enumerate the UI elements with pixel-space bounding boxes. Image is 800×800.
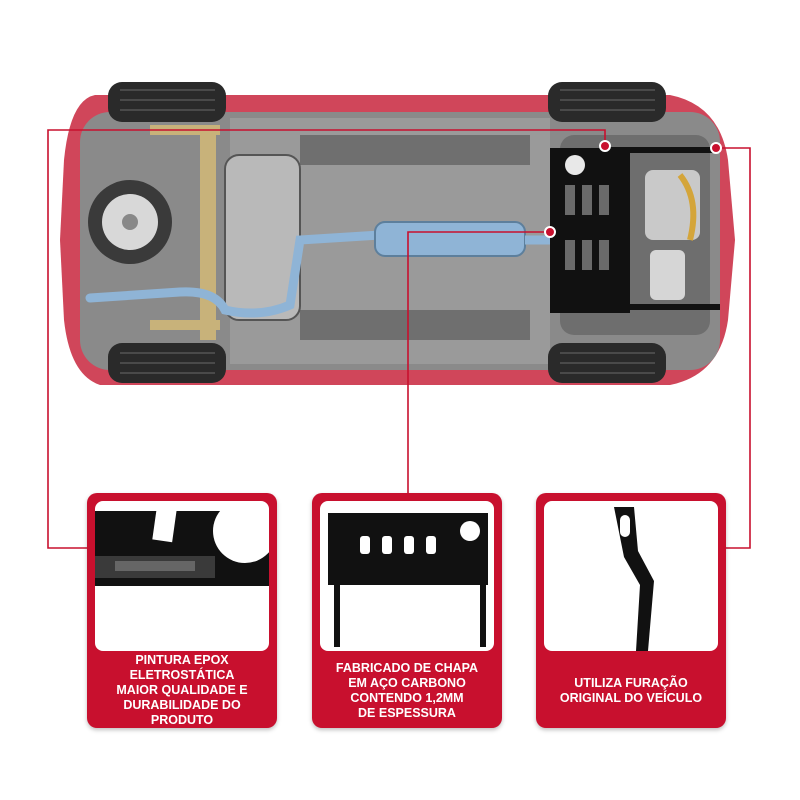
caption-line: ELETROSTÁTICA	[129, 668, 235, 682]
caption-line: DE ESPESSURA	[358, 705, 456, 720]
rear-beam	[200, 125, 216, 340]
callout-line-holes	[716, 147, 751, 549]
feature-card-original-holes: UTILIZA FURAÇÃO ORIGINAL DO VEÍCULO	[536, 493, 726, 728]
caption-line: ORIGINAL DO VEÍCULO	[559, 690, 703, 705]
feature-caption-epoxy-paint: PINTURA EPOX ELETROSTÁTICA MAIOR QUALIDA…	[91, 653, 273, 727]
caption-line: UTILIZA FURAÇÃO	[574, 675, 688, 690]
caption-line: CONTENDO 1,2MM	[350, 690, 464, 705]
carter-protection-plate	[550, 148, 630, 313]
front-bar-top	[610, 147, 720, 153]
caption-line: FABRICADO DE CHAPA	[335, 660, 479, 675]
exhaust-pipe	[85, 230, 385, 318]
callout-line-steel	[407, 231, 550, 493]
caption-line: PINTURA EPOX	[135, 653, 229, 667]
feature-caption-original-holes: UTILIZA FURAÇÃO ORIGINAL DO VEÍCULO	[540, 659, 722, 722]
feature-card-carbon-steel: FABRICADO DE CHAPA EM AÇO CARBONO CONTEN…	[312, 493, 502, 728]
rear-left-wheel	[108, 82, 226, 122]
callout-dot-paint	[599, 140, 611, 152]
caption-line: DURABILIDADE DO PRODUTO	[123, 698, 241, 727]
callout-dot-holes	[710, 142, 722, 154]
front-bar-bottom	[610, 304, 720, 310]
mounting-bracket-icon	[544, 501, 718, 651]
callout-dot-steel	[544, 226, 556, 238]
exhaust-muffler	[374, 221, 526, 257]
caption-line: MAIOR QUALIDADE E	[116, 683, 248, 697]
feature-caption-carbon-steel: FABRICADO DE CHAPA EM AÇO CARBONO CONTEN…	[316, 659, 498, 722]
callout-line-paint	[47, 129, 606, 549]
front-left-wheel	[548, 82, 666, 122]
caption-line: EM AÇO CARBONO	[348, 675, 466, 690]
feature-card-epoxy-paint: PINTURA EPOX ELETROSTÁTICA MAIOR QUALIDA…	[87, 493, 277, 728]
carbon-steel-plate-icon	[320, 501, 494, 651]
epoxy-paint-closeup-icon	[95, 501, 269, 651]
